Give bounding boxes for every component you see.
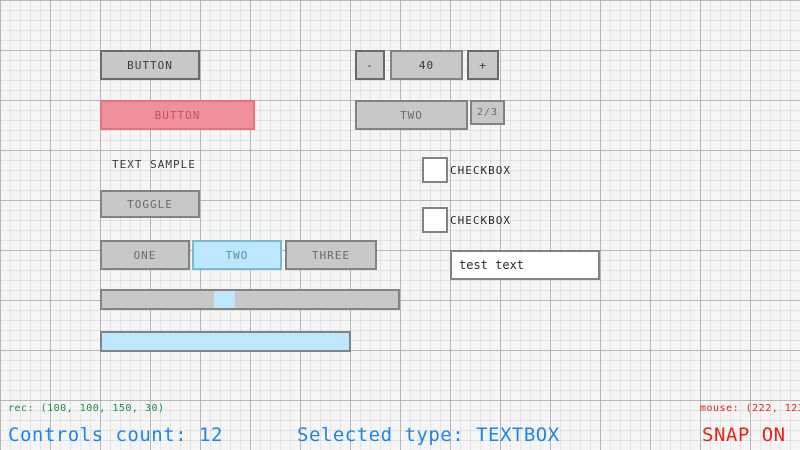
slider-handle[interactable] <box>214 291 235 308</box>
toggle-group-option-three[interactable]: THREE <box>285 240 377 270</box>
spinner-value-field[interactable]: 40 <box>390 50 463 80</box>
progress-bar-fill <box>102 333 349 350</box>
toggle-group-option-two[interactable]: TWO <box>192 240 282 270</box>
dropdown-select[interactable]: TWO <box>355 100 468 130</box>
status-selected-type: Selected type: TEXTBOX <box>297 424 560 446</box>
toggle-button[interactable]: TOGGLE <box>100 190 200 218</box>
textbox-value: test text <box>459 258 525 272</box>
checkbox-label-1: CHECKBOX <box>450 163 511 177</box>
checkbox-row-2[interactable]: CHECKBOX <box>422 207 511 233</box>
dropdown-value: TWO <box>400 108 423 122</box>
checkbox-input-2[interactable] <box>422 207 448 233</box>
spinner-decrement-label: - <box>366 58 374 72</box>
dropdown-counter-label: 2/3 <box>476 107 499 118</box>
checkbox-row-1[interactable]: CHECKBOX <box>422 157 511 183</box>
status-snap: SNAP ON <box>702 424 786 446</box>
toggle-group-option-two-label: TWO <box>225 248 249 262</box>
spinner-value: 40 <box>418 58 435 72</box>
toggle-button-label: TOGGLE <box>127 197 173 211</box>
spinner-decrement-button[interactable]: - <box>355 50 385 80</box>
progress-bar <box>100 331 351 352</box>
button-focused-label: BUTTON <box>127 58 173 72</box>
spinner-increment-label: + <box>479 58 487 72</box>
spinner-increment-button[interactable]: + <box>467 50 499 80</box>
toggle-group-option-three-label: THREE <box>311 248 351 262</box>
status-mouse: mouse: (222, 123) <box>700 403 800 414</box>
checkbox-input-1[interactable] <box>422 157 448 183</box>
toggle-group-option-one-label: ONE <box>133 248 157 262</box>
button-danger-label: BUTTON <box>154 108 201 122</box>
text-sample-label: TEXT SAMPLE <box>112 158 196 171</box>
button-focused[interactable]: BUTTON <box>100 50 200 80</box>
checkbox-label-2: CHECKBOX <box>450 213 511 227</box>
dropdown-counter-badge: 2/3 <box>470 100 505 125</box>
toggle-group-option-one[interactable]: ONE <box>100 240 190 270</box>
textbox-input[interactable]: test text <box>450 250 600 280</box>
status-rec: rec: (100, 100, 150, 30) <box>8 403 165 414</box>
button-danger[interactable]: BUTTON <box>100 100 255 130</box>
slider[interactable] <box>100 289 400 310</box>
status-controls-count: Controls count: 12 <box>8 424 223 446</box>
